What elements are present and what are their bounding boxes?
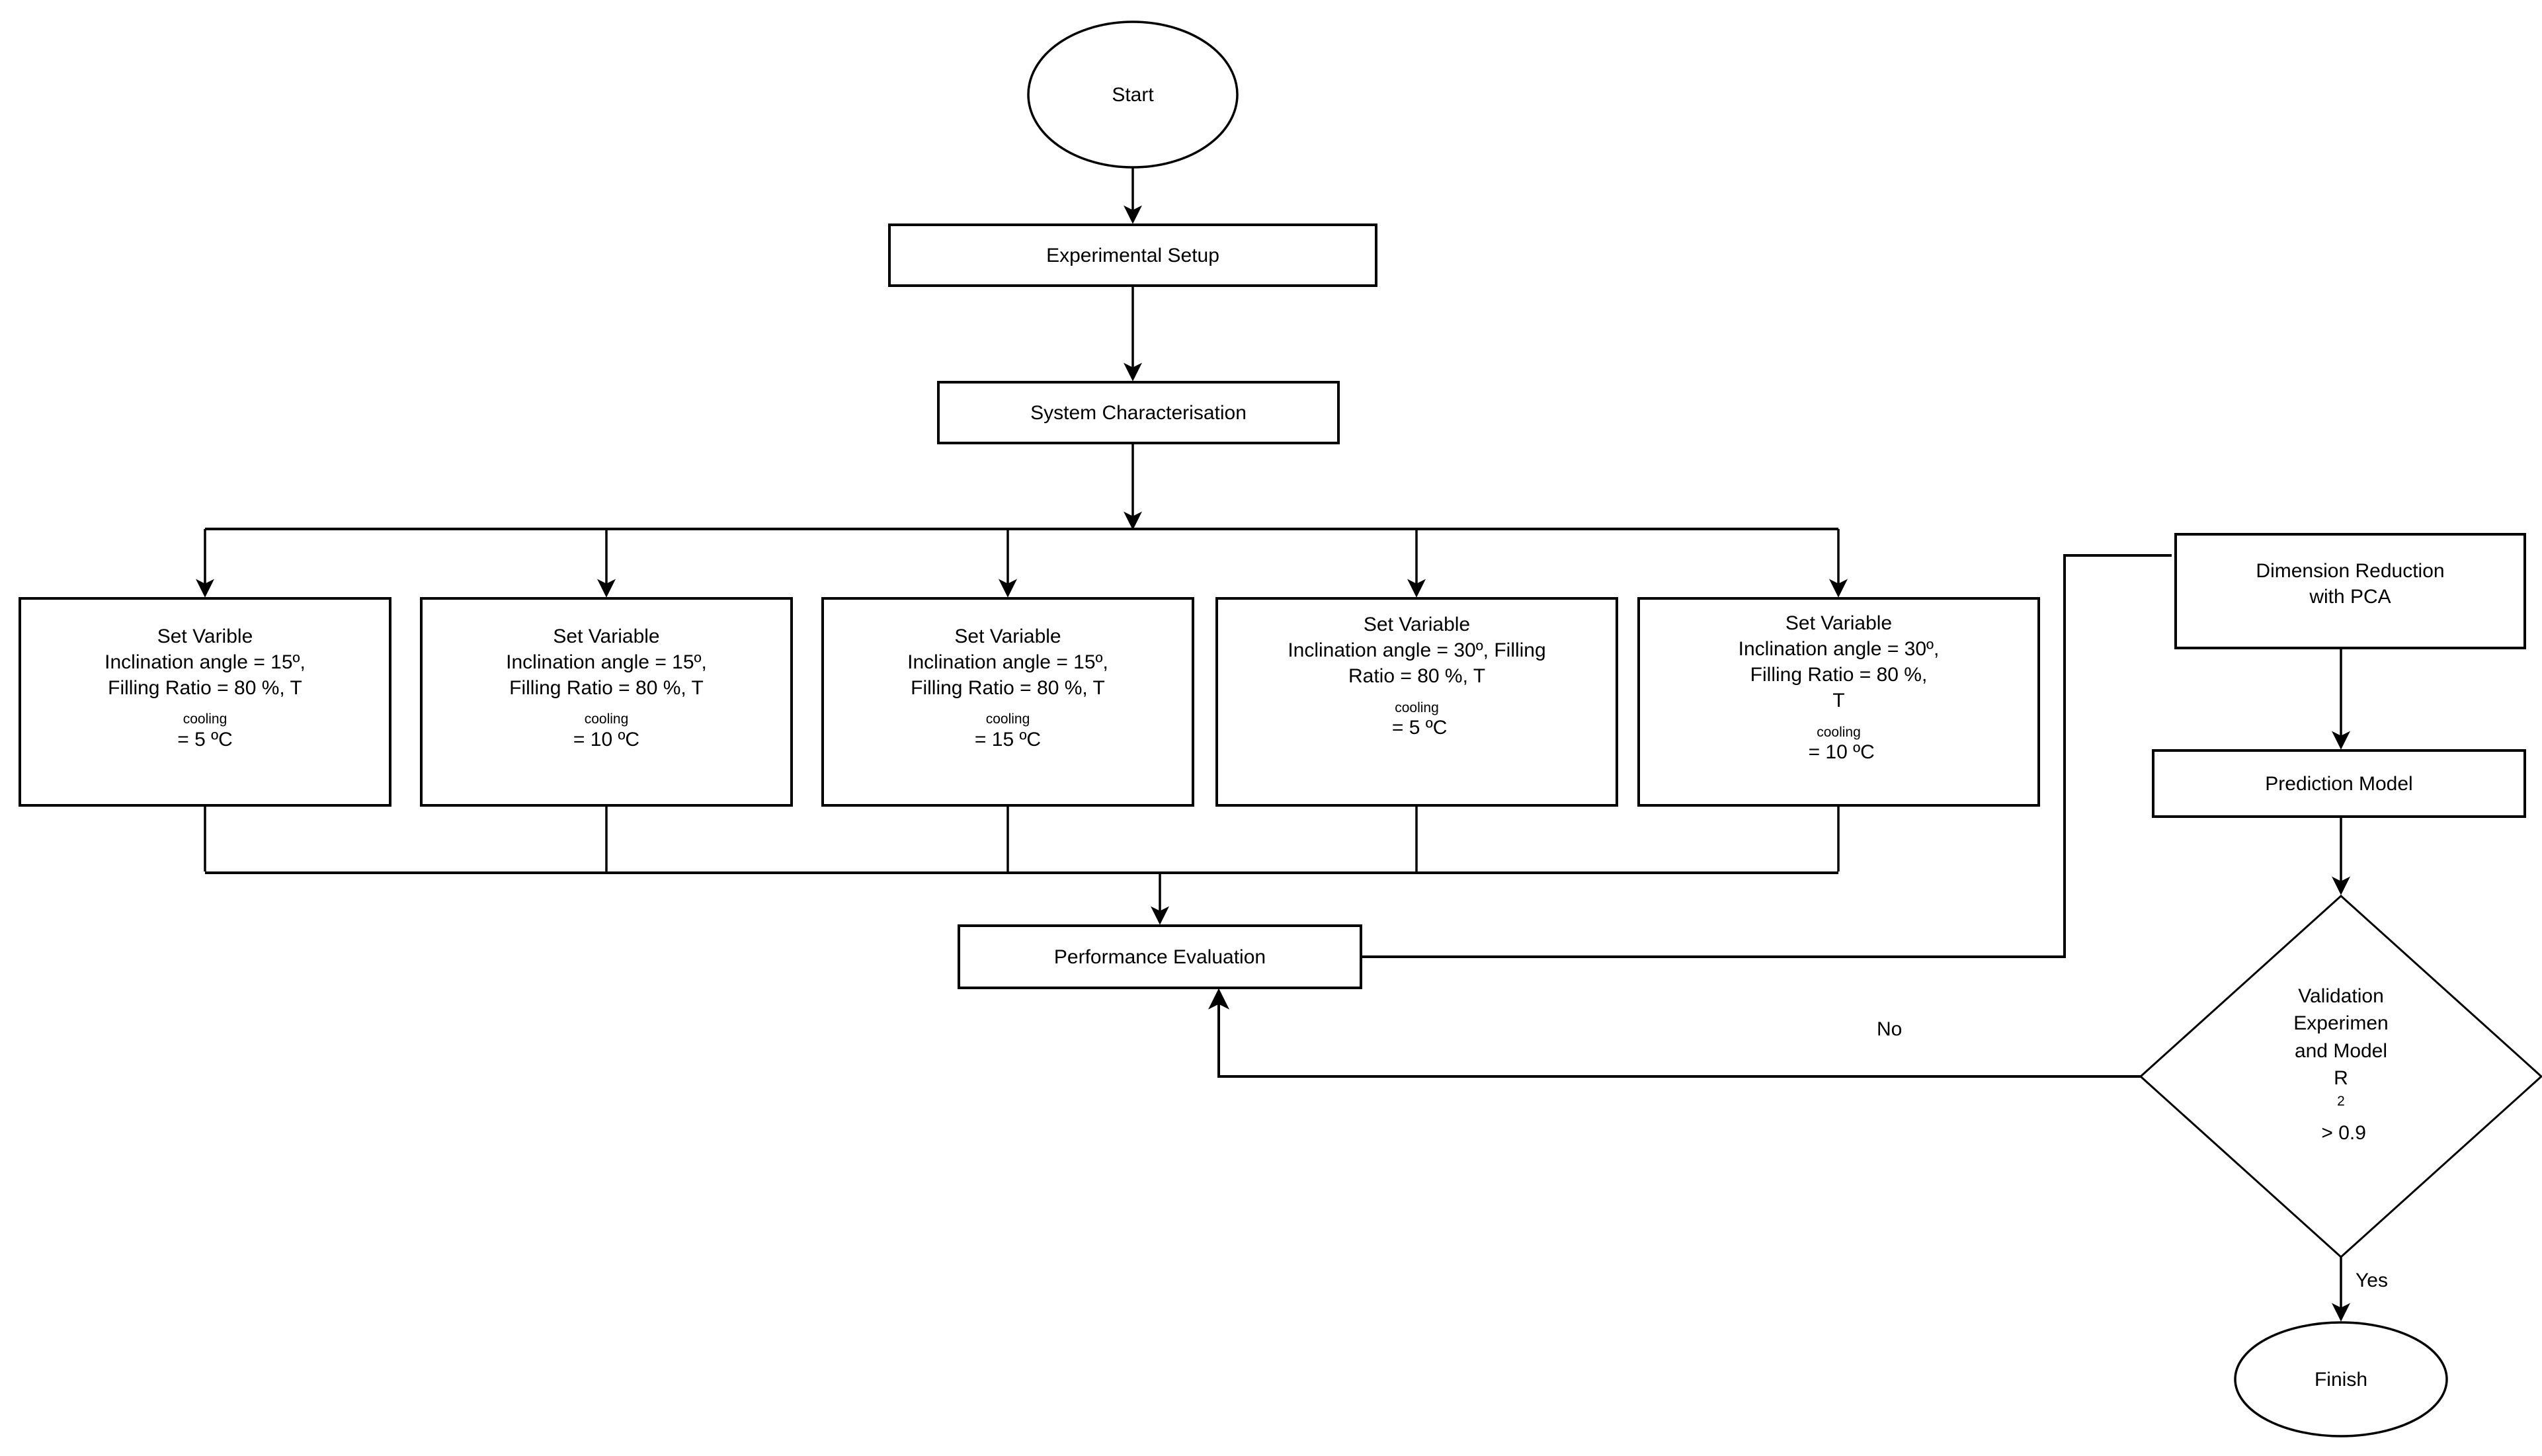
node-variable-5-shape xyxy=(1637,597,2040,807)
node-dimension-reduction-shape xyxy=(2174,533,2526,649)
node-start-shape xyxy=(1027,20,1239,169)
node-variable-3-shape xyxy=(821,597,1194,807)
node-variable-1-shape xyxy=(19,597,391,807)
node-variable-4-shape xyxy=(1215,597,1618,807)
node-experimental-setup-shape xyxy=(888,223,1377,287)
node-validation-shape xyxy=(2139,894,2542,1259)
node-system-characterisation-shape xyxy=(937,381,1340,444)
node-finish-shape xyxy=(2234,1321,2448,1437)
node-prediction-model-shape xyxy=(2152,749,2526,818)
edge-validation-no-to-performance-evaluation xyxy=(1208,988,2141,1078)
edge-performance-evaluation-to-dimension-reduction xyxy=(1361,554,2172,958)
node-variable-2-shape xyxy=(420,597,793,807)
node-performance-evaluation-shape xyxy=(958,924,1362,989)
